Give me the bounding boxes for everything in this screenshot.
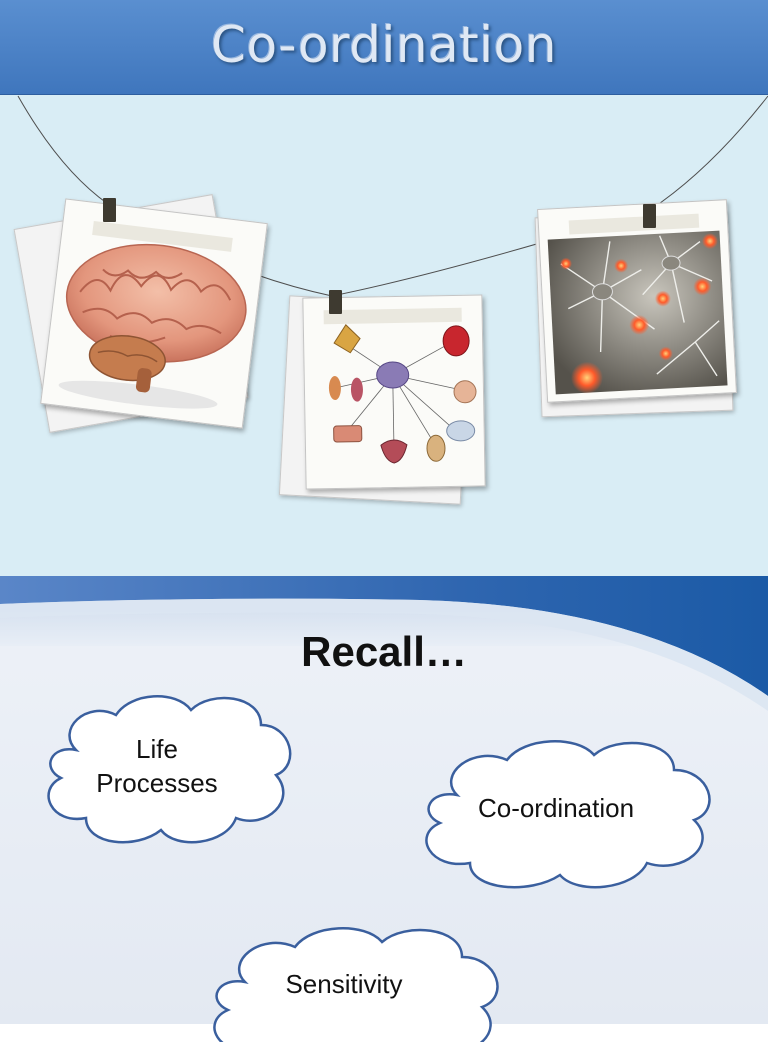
slide-title: Co-ordination (211, 16, 557, 74)
clothespin-left (103, 198, 116, 222)
title-bar (0, 0, 768, 95)
cloud-label-sensitivity: Sensitivity (285, 969, 403, 999)
recall-heading: Recall… (301, 628, 467, 675)
clothespin-right (643, 204, 656, 228)
cloud-label-life-processes: Life Processes (56, 733, 258, 801)
cloud-coordination (425, 740, 711, 889)
neurons-illustration (547, 230, 728, 395)
cloud-label-coordination: Co-ordination (477, 793, 635, 823)
hanging-string (17, 95, 768, 297)
brain-photo (13, 194, 268, 440)
brain-illustration (58, 243, 247, 409)
cloud-label-line1: Life (136, 734, 178, 764)
wave-banner (0, 576, 768, 711)
cloud-life-processes (47, 695, 292, 844)
slide-coordination: Co-ordination (0, 0, 768, 576)
endocrine-glands-photo (278, 290, 487, 515)
neurons-photo (532, 199, 737, 420)
clothespin-middle (329, 290, 342, 314)
glands-diagram (328, 324, 477, 464)
cloud-label-line2: Processes (96, 767, 218, 798)
